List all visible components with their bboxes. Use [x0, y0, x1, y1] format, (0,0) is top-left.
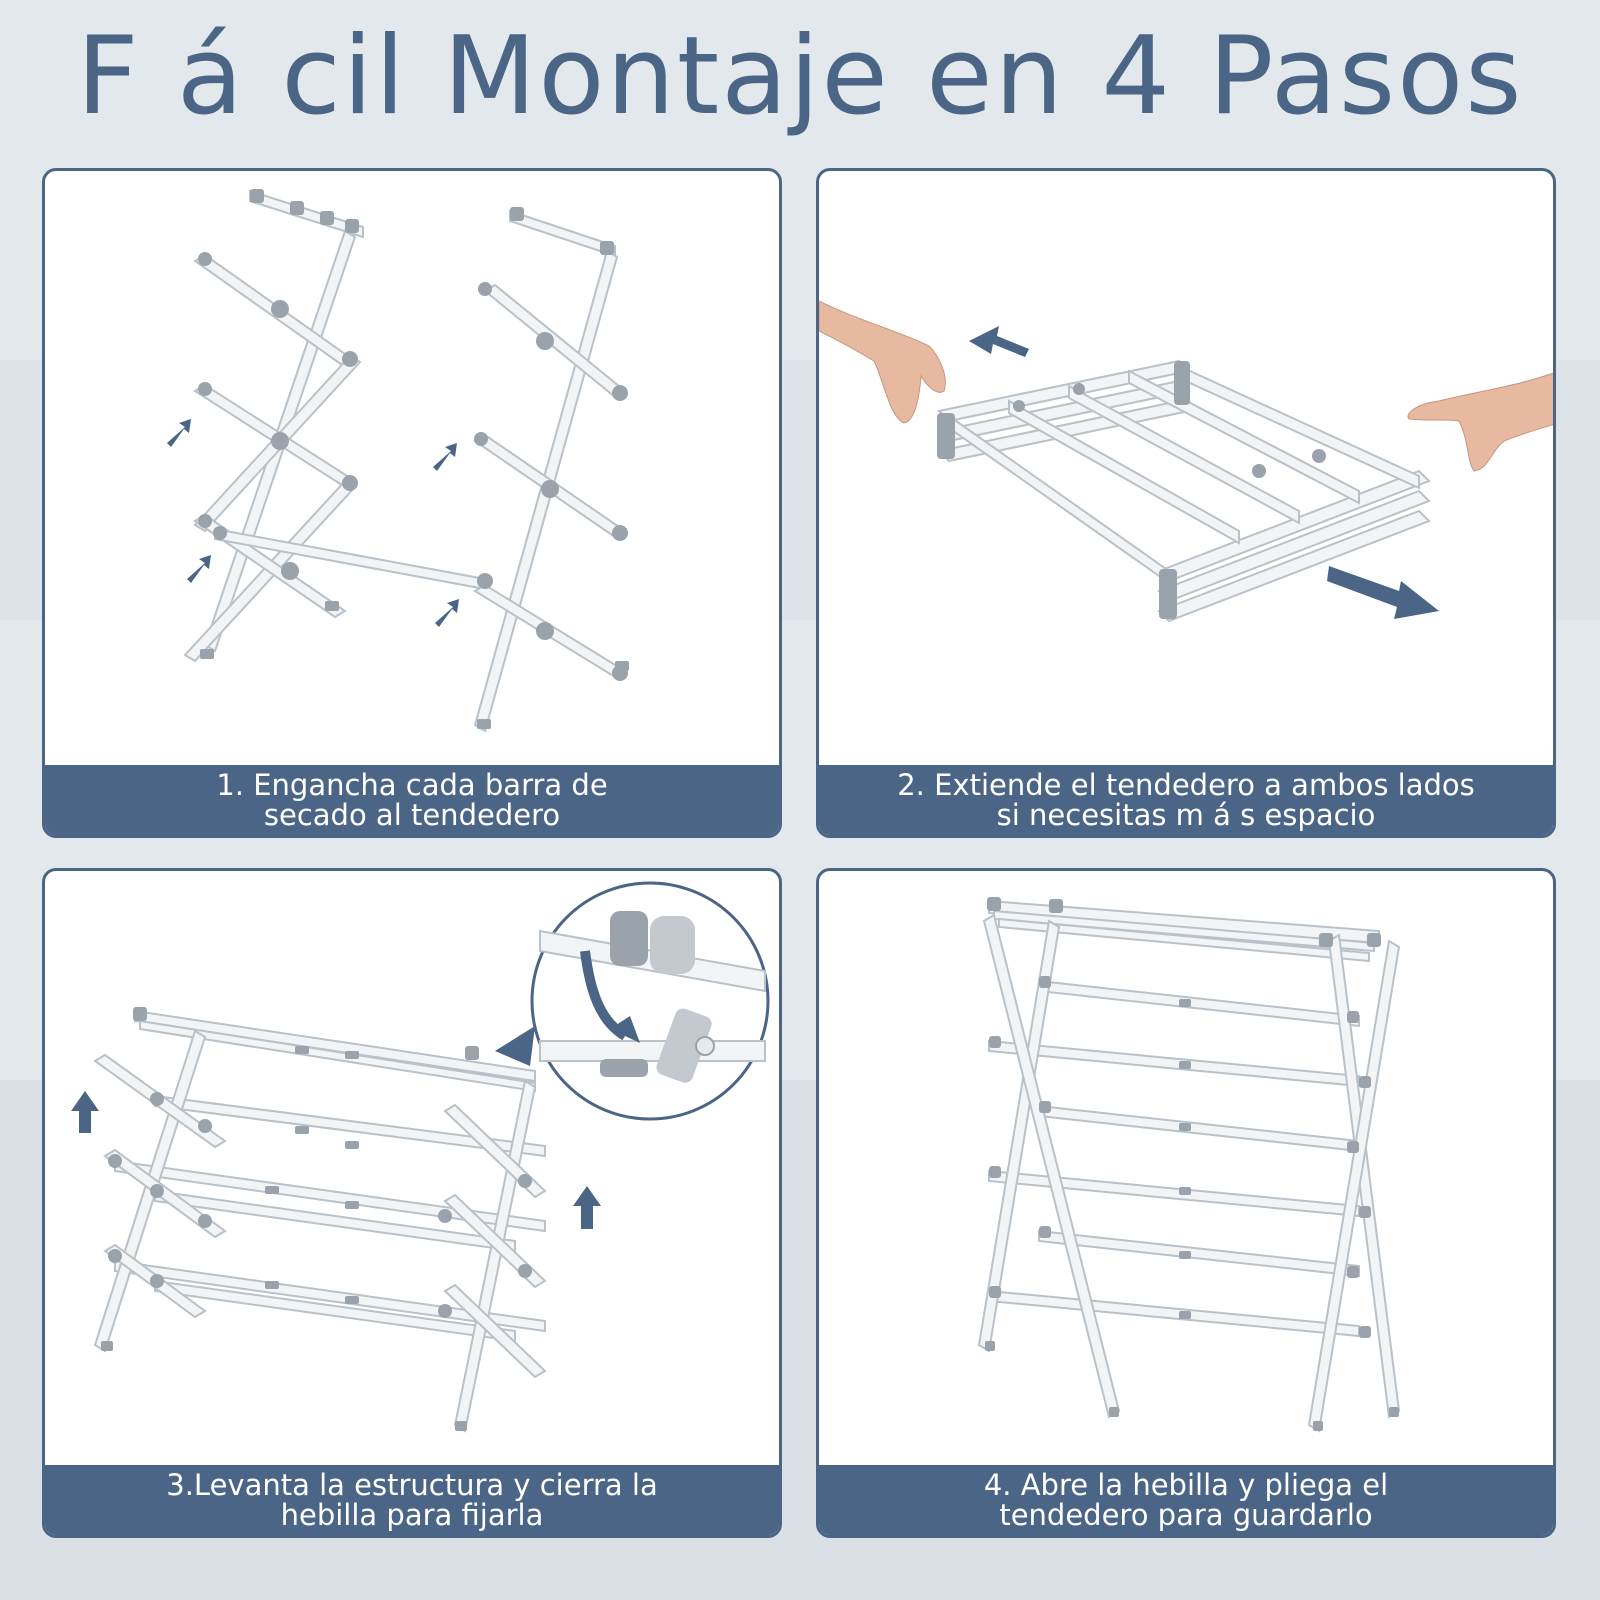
step-1-caption-text: 1. Engancha cada barra de secado al tend… [216, 768, 608, 832]
arrow-icons [167, 419, 459, 627]
step-4-illustration [977, 897, 1401, 1433]
step-2-panel: 2. Extiende el tendedero a ambos lados s… [816, 168, 1556, 838]
step-2-caption: 2. Extiende el tendedero a ambos lados s… [819, 765, 1553, 835]
step-3-caption: 3.Levanta la estructura y cierra la hebi… [45, 1465, 779, 1535]
step-3-caption-text: 3.Levanta la estructura y cierra la hebi… [166, 1468, 658, 1532]
step-2-caption-text: 2. Extiende el tendedero a ambos lados s… [897, 768, 1475, 832]
arrow-icons [969, 326, 1439, 619]
step-3-illustration [71, 881, 770, 1433]
step-4-caption-text: 4. Abre la hebilla y pliega el tendedero… [983, 1468, 1389, 1532]
step-1-illustration [167, 189, 629, 733]
right-hand-icon [1407, 372, 1553, 472]
step-4-caption: 4. Abre la hebilla y pliega el tendedero… [819, 1465, 1553, 1535]
page-title: F á cil Montaje en 4 Pasos [76, 14, 1524, 139]
arrow-icons [71, 1091, 601, 1229]
step-1-panel: 1. Engancha cada barra de secado al tend… [42, 168, 782, 838]
step-4-panel: 4. Abre la hebilla y pliega el tendedero… [816, 868, 1556, 1538]
buckle-zoom-callout [530, 881, 770, 1121]
step-1-caption: 1. Engancha cada barra de secado al tend… [45, 765, 779, 835]
step-2-illustration [819, 300, 1553, 623]
left-hand-icon [819, 300, 946, 424]
step-3-panel: 3.Levanta la estructura y cierra la hebi… [42, 868, 782, 1538]
